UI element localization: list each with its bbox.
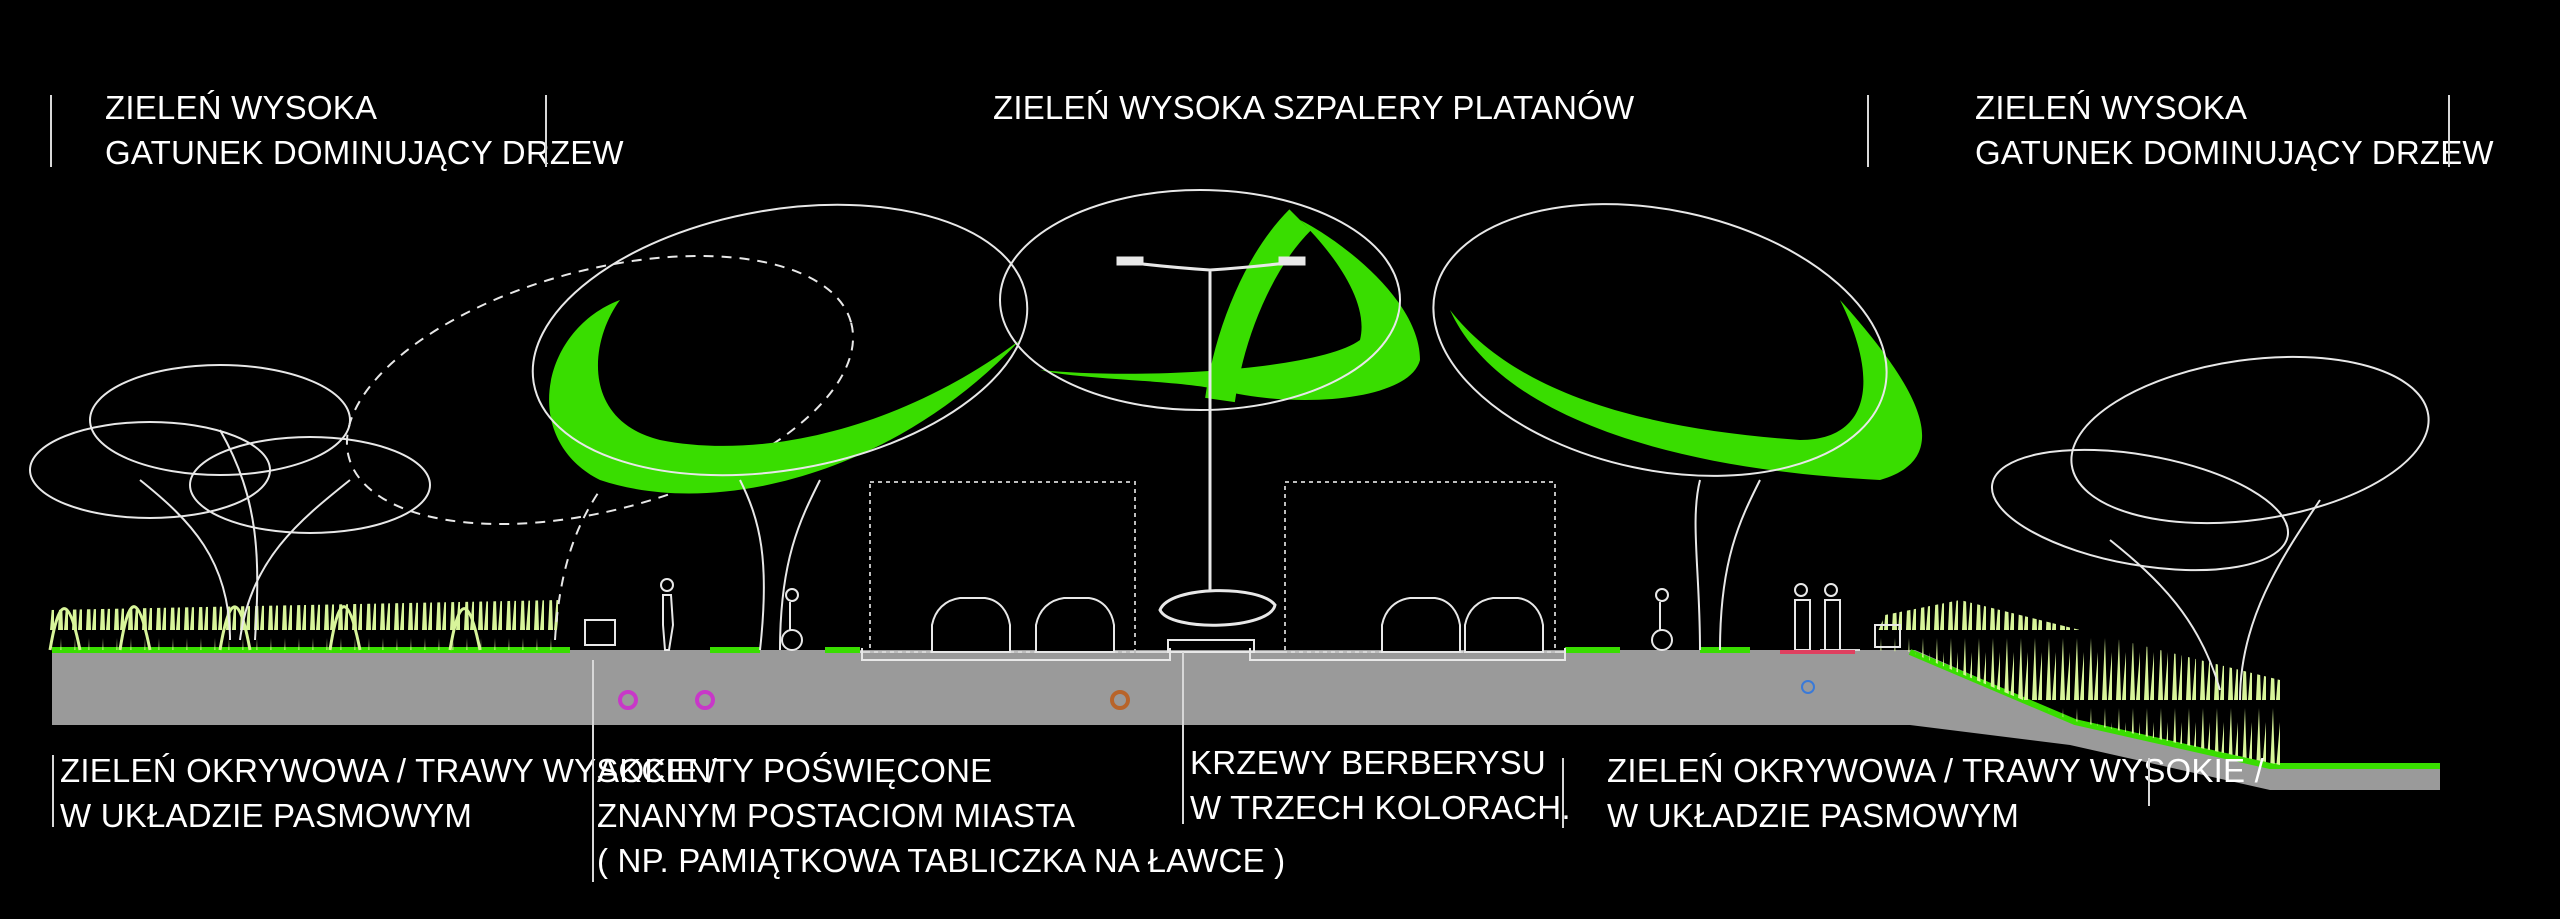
label-line: ZIELEŃ WYSOKA SZPALERY PLATANÓW bbox=[993, 89, 1635, 126]
divider bbox=[2448, 95, 2450, 167]
label-line: ( NP. PAMIĄTKOWA TABLICZKA NA ŁAWCE ) bbox=[597, 842, 1286, 879]
street-lamp-icon bbox=[1116, 256, 1306, 653]
label-bottom-left: ZIELEŃ OKRYWOWA / TRAWY WYSOKIE / W UKŁA… bbox=[60, 748, 717, 838]
car-icon bbox=[931, 597, 1544, 653]
divider bbox=[592, 660, 594, 882]
label-line: W TRZECH KOLORACH. bbox=[1190, 789, 1571, 826]
parking-zones bbox=[869, 481, 1556, 653]
marker-circle-icon bbox=[618, 680, 1815, 710]
label-line: GATUNEK DOMINUJĄCY DRZEW bbox=[1975, 134, 2494, 171]
label-top-left: ZIELEŃ WYSOKA GATUNEK DOMINUJĄCY DRZEW bbox=[105, 85, 624, 175]
label-bottom-right: ZIELEŃ OKRYWOWA / TRAWY WYSOKIE / W UKŁA… bbox=[1607, 748, 2264, 838]
label-top-right: ZIELEŃ WYSOKA GATUNEK DOMINUJĄCY DRZEW bbox=[1975, 85, 2494, 175]
label-line: W UKŁADZIE PASMOWYM bbox=[60, 797, 473, 834]
label-line: ZNANYM POSTACIOM MIASTA bbox=[597, 797, 1076, 834]
label-line: ZIELEŃ OKRYWOWA / TRAWY WYSOKIE / bbox=[1607, 752, 2264, 789]
divider bbox=[1867, 95, 1869, 167]
grass-left bbox=[48, 600, 560, 651]
label-line: ZIELEŃ OKRYWOWA / TRAWY WYSOKIE / bbox=[60, 752, 717, 789]
label-line: AKCENTY POŚWIĘCONE bbox=[597, 752, 993, 789]
label-bottom-accents: AKCENTY POŚWIĘCONE ZNANYM POSTACIOM MIAS… bbox=[597, 748, 1285, 883]
label-top-center: ZIELEŃ WYSOKA SZPALERY PLATANÓW bbox=[993, 85, 1634, 130]
grass-right bbox=[1870, 600, 2280, 765]
label-bottom-shrubs: KRZEWY BERBERYSU W TRZECH KOLORACH. bbox=[1190, 740, 1571, 830]
tree-canopy-icon-3 bbox=[1432, 203, 1923, 651]
tree-canopy-icon-1 bbox=[531, 203, 1029, 651]
label-line: ZIELEŃ WYSOKA bbox=[1975, 89, 2248, 126]
divider bbox=[1562, 758, 1564, 828]
tree-canopy-icon-left bbox=[29, 254, 855, 641]
label-line: ZIELEŃ WYSOKA bbox=[105, 89, 378, 126]
label-line: KRZEWY BERBERYSU bbox=[1190, 744, 1546, 781]
divider bbox=[50, 95, 52, 167]
tree-canopy-icon-right bbox=[1990, 355, 2430, 701]
label-line: GATUNEK DOMINUJĄCY DRZEW bbox=[105, 134, 624, 171]
bench-icon bbox=[584, 619, 1901, 648]
couple-icon bbox=[1794, 583, 1841, 651]
label-line: W UKŁADZIE PASMOWYM bbox=[1607, 797, 2020, 834]
divider bbox=[52, 755, 54, 827]
cyclist-icon bbox=[781, 588, 1673, 651]
pedestrian-icon bbox=[660, 578, 675, 651]
divider bbox=[2148, 758, 2150, 806]
divider bbox=[545, 95, 547, 167]
divider bbox=[1182, 652, 1184, 824]
tree-canopy-icon-2 bbox=[999, 189, 1420, 411]
